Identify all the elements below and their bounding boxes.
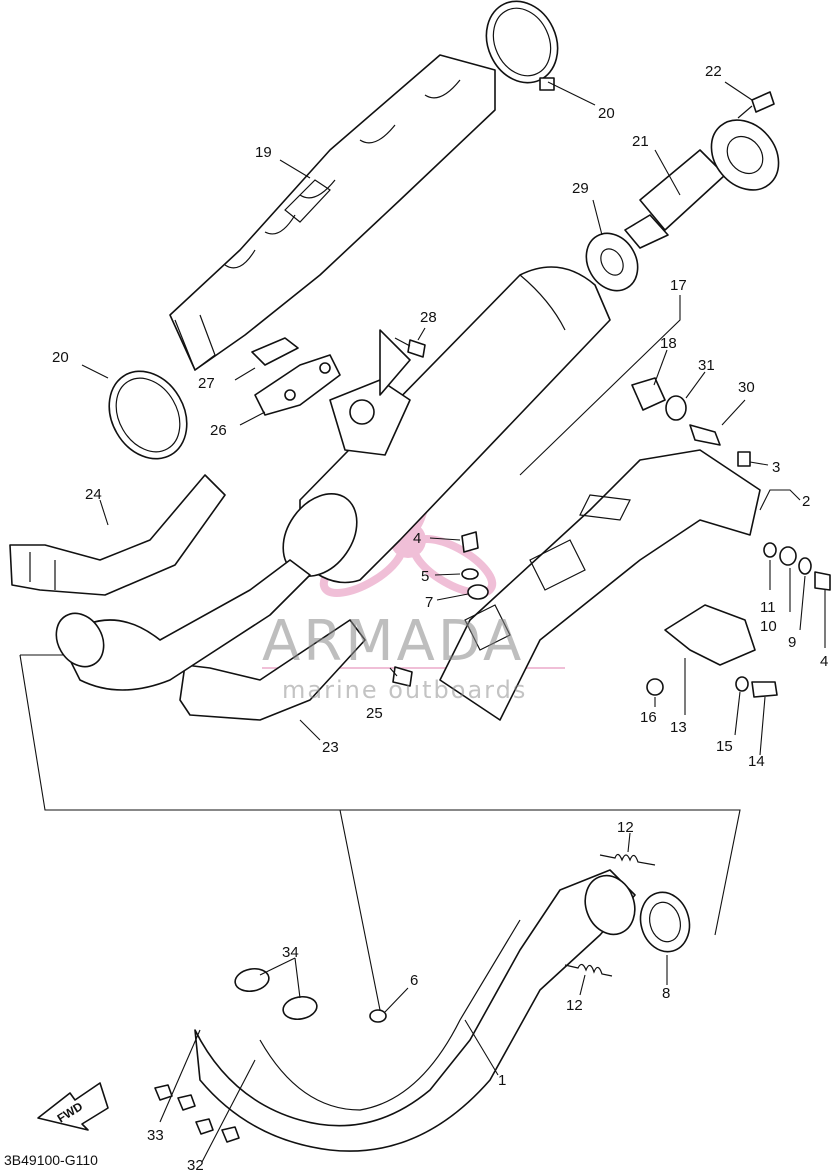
grommet-18	[631, 377, 666, 411]
callout-14: 14	[748, 753, 765, 770]
fwd-arrow-icon: FWD	[37, 1082, 109, 1131]
callout-9: 9	[788, 634, 796, 651]
callout-26: 26	[210, 422, 227, 439]
nut-33	[154, 1084, 196, 1111]
callout-2: 2	[802, 493, 810, 510]
washer-15	[735, 676, 749, 692]
callout-12-top: 12	[617, 819, 634, 836]
callout-19: 19	[255, 144, 272, 161]
bolt-28	[394, 337, 426, 358]
nut-32	[195, 1118, 240, 1143]
callout-12-bottom: 12	[566, 997, 583, 1014]
bolt-4b	[814, 571, 831, 591]
callout-13: 13	[670, 719, 687, 736]
muffler-bracket	[329, 329, 411, 456]
gasket-29	[585, 232, 639, 292]
callout-3: 3	[772, 459, 780, 476]
callout-17: 17	[670, 277, 687, 294]
callout-1: 1	[498, 1072, 506, 1089]
protector-24	[9, 474, 226, 596]
callout-23: 23	[322, 739, 339, 756]
gasket-8	[639, 891, 691, 953]
washer-9	[798, 557, 812, 575]
bolt-4a	[461, 531, 479, 553]
bolt-14	[751, 681, 778, 698]
callout-24: 24	[85, 486, 102, 503]
exhaust-pipe-front	[55, 559, 311, 691]
callout-16: 16	[640, 709, 657, 726]
diagram-code: 3B49100-G110	[4, 1152, 98, 1168]
callout-25: 25	[366, 705, 383, 722]
callout-5: 5	[421, 568, 429, 585]
muffler-17	[282, 266, 611, 584]
bolt-30	[689, 424, 721, 446]
callout-8: 8	[662, 985, 670, 1002]
callout-28: 28	[420, 309, 437, 326]
callout-11: 11	[760, 599, 776, 616]
callout-31: 31	[698, 357, 715, 374]
callout-30: 30	[738, 379, 755, 396]
spring-12-lower	[564, 963, 613, 977]
hardware-3	[737, 451, 751, 467]
callout-4-center: 4	[413, 530, 421, 547]
exhaust-pipe-1	[194, 869, 636, 1152]
callout-20-top: 20	[598, 105, 615, 122]
callout-27: 27	[198, 375, 215, 392]
washer-16	[646, 678, 664, 696]
callout-15: 15	[716, 738, 733, 755]
bolt-22	[737, 91, 775, 119]
callout-33: 33	[147, 1127, 164, 1144]
leader-lines	[81, 81, 826, 1163]
callout-18: 18	[660, 335, 677, 352]
spring-12-upper	[599, 853, 656, 866]
collar-31	[665, 395, 687, 421]
protector-23	[179, 619, 366, 721]
tail-pipe-21	[624, 119, 780, 249]
damper-27	[251, 337, 299, 366]
bolt-25	[392, 666, 413, 687]
callout-6: 6	[410, 972, 418, 989]
heat-shield-19	[169, 54, 496, 371]
callout-4-right: 4	[820, 653, 828, 670]
gasket-34	[234, 967, 318, 1021]
callout-20-left: 20	[52, 349, 69, 366]
watermark-tagline: marine outboards	[282, 676, 527, 704]
protector-13	[664, 604, 756, 666]
washer-11	[763, 542, 777, 558]
washer-5	[461, 568, 479, 580]
callout-29: 29	[572, 180, 589, 197]
band-clamp-20-left	[108, 370, 188, 460]
damper-10	[779, 546, 797, 566]
callout-7: 7	[425, 594, 433, 611]
callout-22: 22	[705, 63, 722, 80]
stay-26	[254, 354, 341, 416]
collar-6	[369, 1009, 387, 1023]
callout-21: 21	[632, 133, 649, 150]
callout-32: 32	[187, 1157, 204, 1172]
collar-7	[467, 584, 489, 600]
bracket-2	[439, 449, 761, 721]
callout-10: 10	[760, 618, 777, 635]
callout-34: 34	[282, 944, 299, 961]
band-clamp-20-top	[485, 0, 559, 91]
watermark-brand: ARMADA	[262, 609, 524, 674]
callout-numbers: 20 22 21 19 29 17 28 18 31 30 20 27 26 3…	[52, 63, 828, 1172]
